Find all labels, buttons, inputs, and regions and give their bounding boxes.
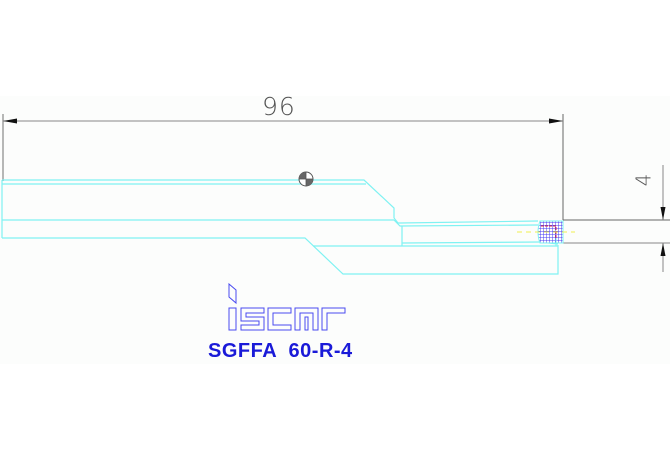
arrow-down-icon [660, 207, 666, 220]
arrow-right-icon [549, 118, 563, 124]
dimension-width-label: 4 [631, 173, 656, 187]
tool-body-outline [1, 179, 559, 275]
dimension-length-label: 96 [262, 92, 296, 121]
cutting-insert [537, 220, 564, 246]
iscar-logo-icon [228, 282, 346, 331]
part-number-label: SGFFA 60-R-4 [208, 340, 353, 362]
arrow-up-icon [660, 243, 666, 256]
arrow-left-icon [3, 118, 17, 124]
dimension-96 [2, 114, 564, 220]
dimension-4 [563, 165, 670, 272]
center-of-gravity-icon [298, 171, 314, 187]
